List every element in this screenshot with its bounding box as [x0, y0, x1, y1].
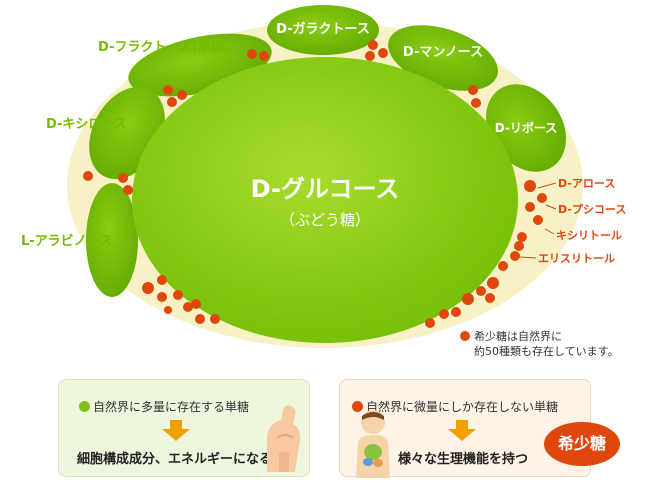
- arabinose-label: L-アラビノース: [21, 233, 112, 249]
- rare-sugar-badge: 希少糖: [544, 422, 620, 466]
- mannose-label: D-マンノース: [403, 45, 483, 60]
- node-glucose: [132, 57, 518, 343]
- orange-dot-icon: [352, 401, 363, 412]
- note-dot: [460, 331, 470, 341]
- xylitol-label: キシリトール: [556, 229, 622, 242]
- rare-sugar-note: 希少糖は自然界に 約50種類も存在しています。: [474, 329, 619, 359]
- glucose-title: D-グルコース: [251, 175, 400, 203]
- galactose-label: D-ガラクトース: [276, 22, 370, 37]
- abundant-result: 細胞構成成分、エネルギーになる: [77, 452, 273, 467]
- abundant-sugar-box: 自然界に多量に存在する単糖 細胞構成成分、エネルギーになる: [58, 379, 310, 477]
- psicose-label: D-プシコース: [558, 202, 626, 216]
- human-body-icon: [356, 410, 390, 478]
- flexing-arm-icon: [267, 405, 301, 472]
- down-arrow-icon: [162, 420, 190, 441]
- rare-heading: 自然界に微量にしか存在しない単糖: [352, 398, 558, 415]
- glucose-subtitle: （ぶどう糖）: [280, 211, 370, 229]
- node-arabinose: [86, 183, 138, 297]
- node-ribose: [486, 84, 566, 172]
- note-line-1: 希少糖は自然界に: [474, 330, 562, 343]
- rare-sugar-box: 自然界に微量にしか存在しない単糖 様々な生理機能を持つ: [339, 379, 591, 478]
- down-arrow-icon: [448, 420, 476, 441]
- node-galactose: [267, 5, 379, 55]
- xylose-label: D-キシロース: [46, 117, 127, 132]
- green-dot-icon: [79, 401, 90, 412]
- abundant-heading: 自然界に多量に存在する単糖: [79, 398, 249, 415]
- rare-label-lines: [519, 182, 557, 259]
- rare-result: 様々な生理機能を持つ: [398, 452, 529, 467]
- ribose-label: D-リボース: [495, 120, 558, 135]
- erythritol-label: エリスリトール: [538, 252, 615, 265]
- allose-label: D-アロース: [558, 177, 615, 190]
- note-line-2: 約50種類も存在しています。: [474, 345, 619, 358]
- fructose-label: D-フラクトース(果糖): [98, 39, 230, 55]
- rare-sugar-dots: [83, 40, 547, 328]
